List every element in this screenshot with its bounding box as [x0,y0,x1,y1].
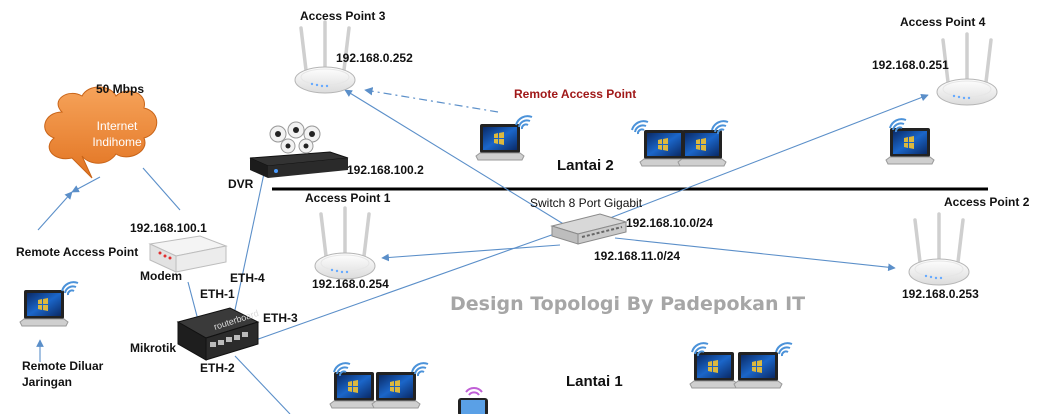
floor-2-label: Lantai 2 [557,157,614,174]
dvr-icon [249,151,349,178]
modem-icon [148,235,228,273]
link-mikrotik-eth2 [234,355,291,414]
link-switch-to-ap3 [344,89,571,229]
link-remote-ap [37,191,73,231]
remote-access-point-label-left: Remote Access Point [16,245,138,259]
link-mikrotik-to-switch [249,231,561,343]
laptop-icon [885,127,935,165]
link-cloud-to-remote [71,176,101,193]
mikrotik-label: Mikrotik [130,341,176,355]
cloud-label-internet: Internet [97,119,138,133]
laptop-icon [329,371,379,409]
access-point-icon [313,206,377,281]
access-point-4-label: Access Point 4 [900,15,986,29]
link-remote-ap-dashed [364,87,499,113]
remote-access-point-label-top: Remote Access Point [514,87,636,101]
access-point-3-ip: 192.168.0.252 [336,51,413,65]
bandwidth-label: 50 Mbps [96,82,144,96]
link-mikrotik-to-dvr [231,163,269,325]
eth4-label: ETH-4 [230,271,265,285]
watermark-text: Design Topologi By Padepokan IT [450,293,805,315]
subnet-10-label: 192.168.10.0/24 [626,216,713,230]
link-switch-to-ap2 [614,237,896,272]
access-point-1-label: Access Point 1 [305,191,391,205]
router-icon: routerboard [176,307,260,361]
laptop-icon [19,289,69,327]
dvr-label: DVR [228,177,254,191]
access-point-4-ip: 192.168.0.251 [872,58,949,72]
laptop-icon [677,129,727,167]
camera-icon [269,121,321,154]
eth3-label: ETH-3 [263,311,298,325]
laptop-icon [733,351,783,389]
modem-ip-label: 192.168.100.1 [130,221,207,235]
remote-outside-label-line2: Jaringan [22,375,72,389]
access-point-1-ip: 192.168.0.254 [312,277,389,291]
laptop-icon [475,123,525,161]
switch-icon [550,213,628,245]
access-point-2-label: Access Point 2 [944,195,1030,209]
cloud-icon [44,86,158,179]
access-point-2-ip: 192.168.0.253 [902,287,979,301]
link-switch-to-ap1 [381,244,561,262]
eth1-label: ETH-1 [200,287,235,301]
access-point-3-label: Access Point 3 [300,9,386,23]
modem-label: Modem [140,269,182,283]
smartphone-icon [458,387,488,414]
access-point-icon [907,212,971,287]
laptop-icon [371,371,421,409]
switch-label: Switch 8 Port Gigabit [530,196,643,210]
wifi-icon [775,342,793,357]
cloud-label-provider: Indihome [92,135,142,149]
link-cloud-to-modem [142,167,181,211]
network-links [36,87,929,414]
dvr-ip-label: 192.168.100.2 [347,163,424,177]
eth2-label: ETH-2 [200,361,235,375]
link-modem-to-mikrotik [187,281,199,321]
subnet-11-label: 192.168.11.0/24 [594,249,680,263]
wifi-icon [61,281,79,296]
remote-outside-label-line1: Remote Diluar [22,359,104,373]
floor-1-label: Lantai 1 [566,373,623,390]
link-switch-to-ap4 [609,93,929,219]
laptop-icon [689,351,739,389]
